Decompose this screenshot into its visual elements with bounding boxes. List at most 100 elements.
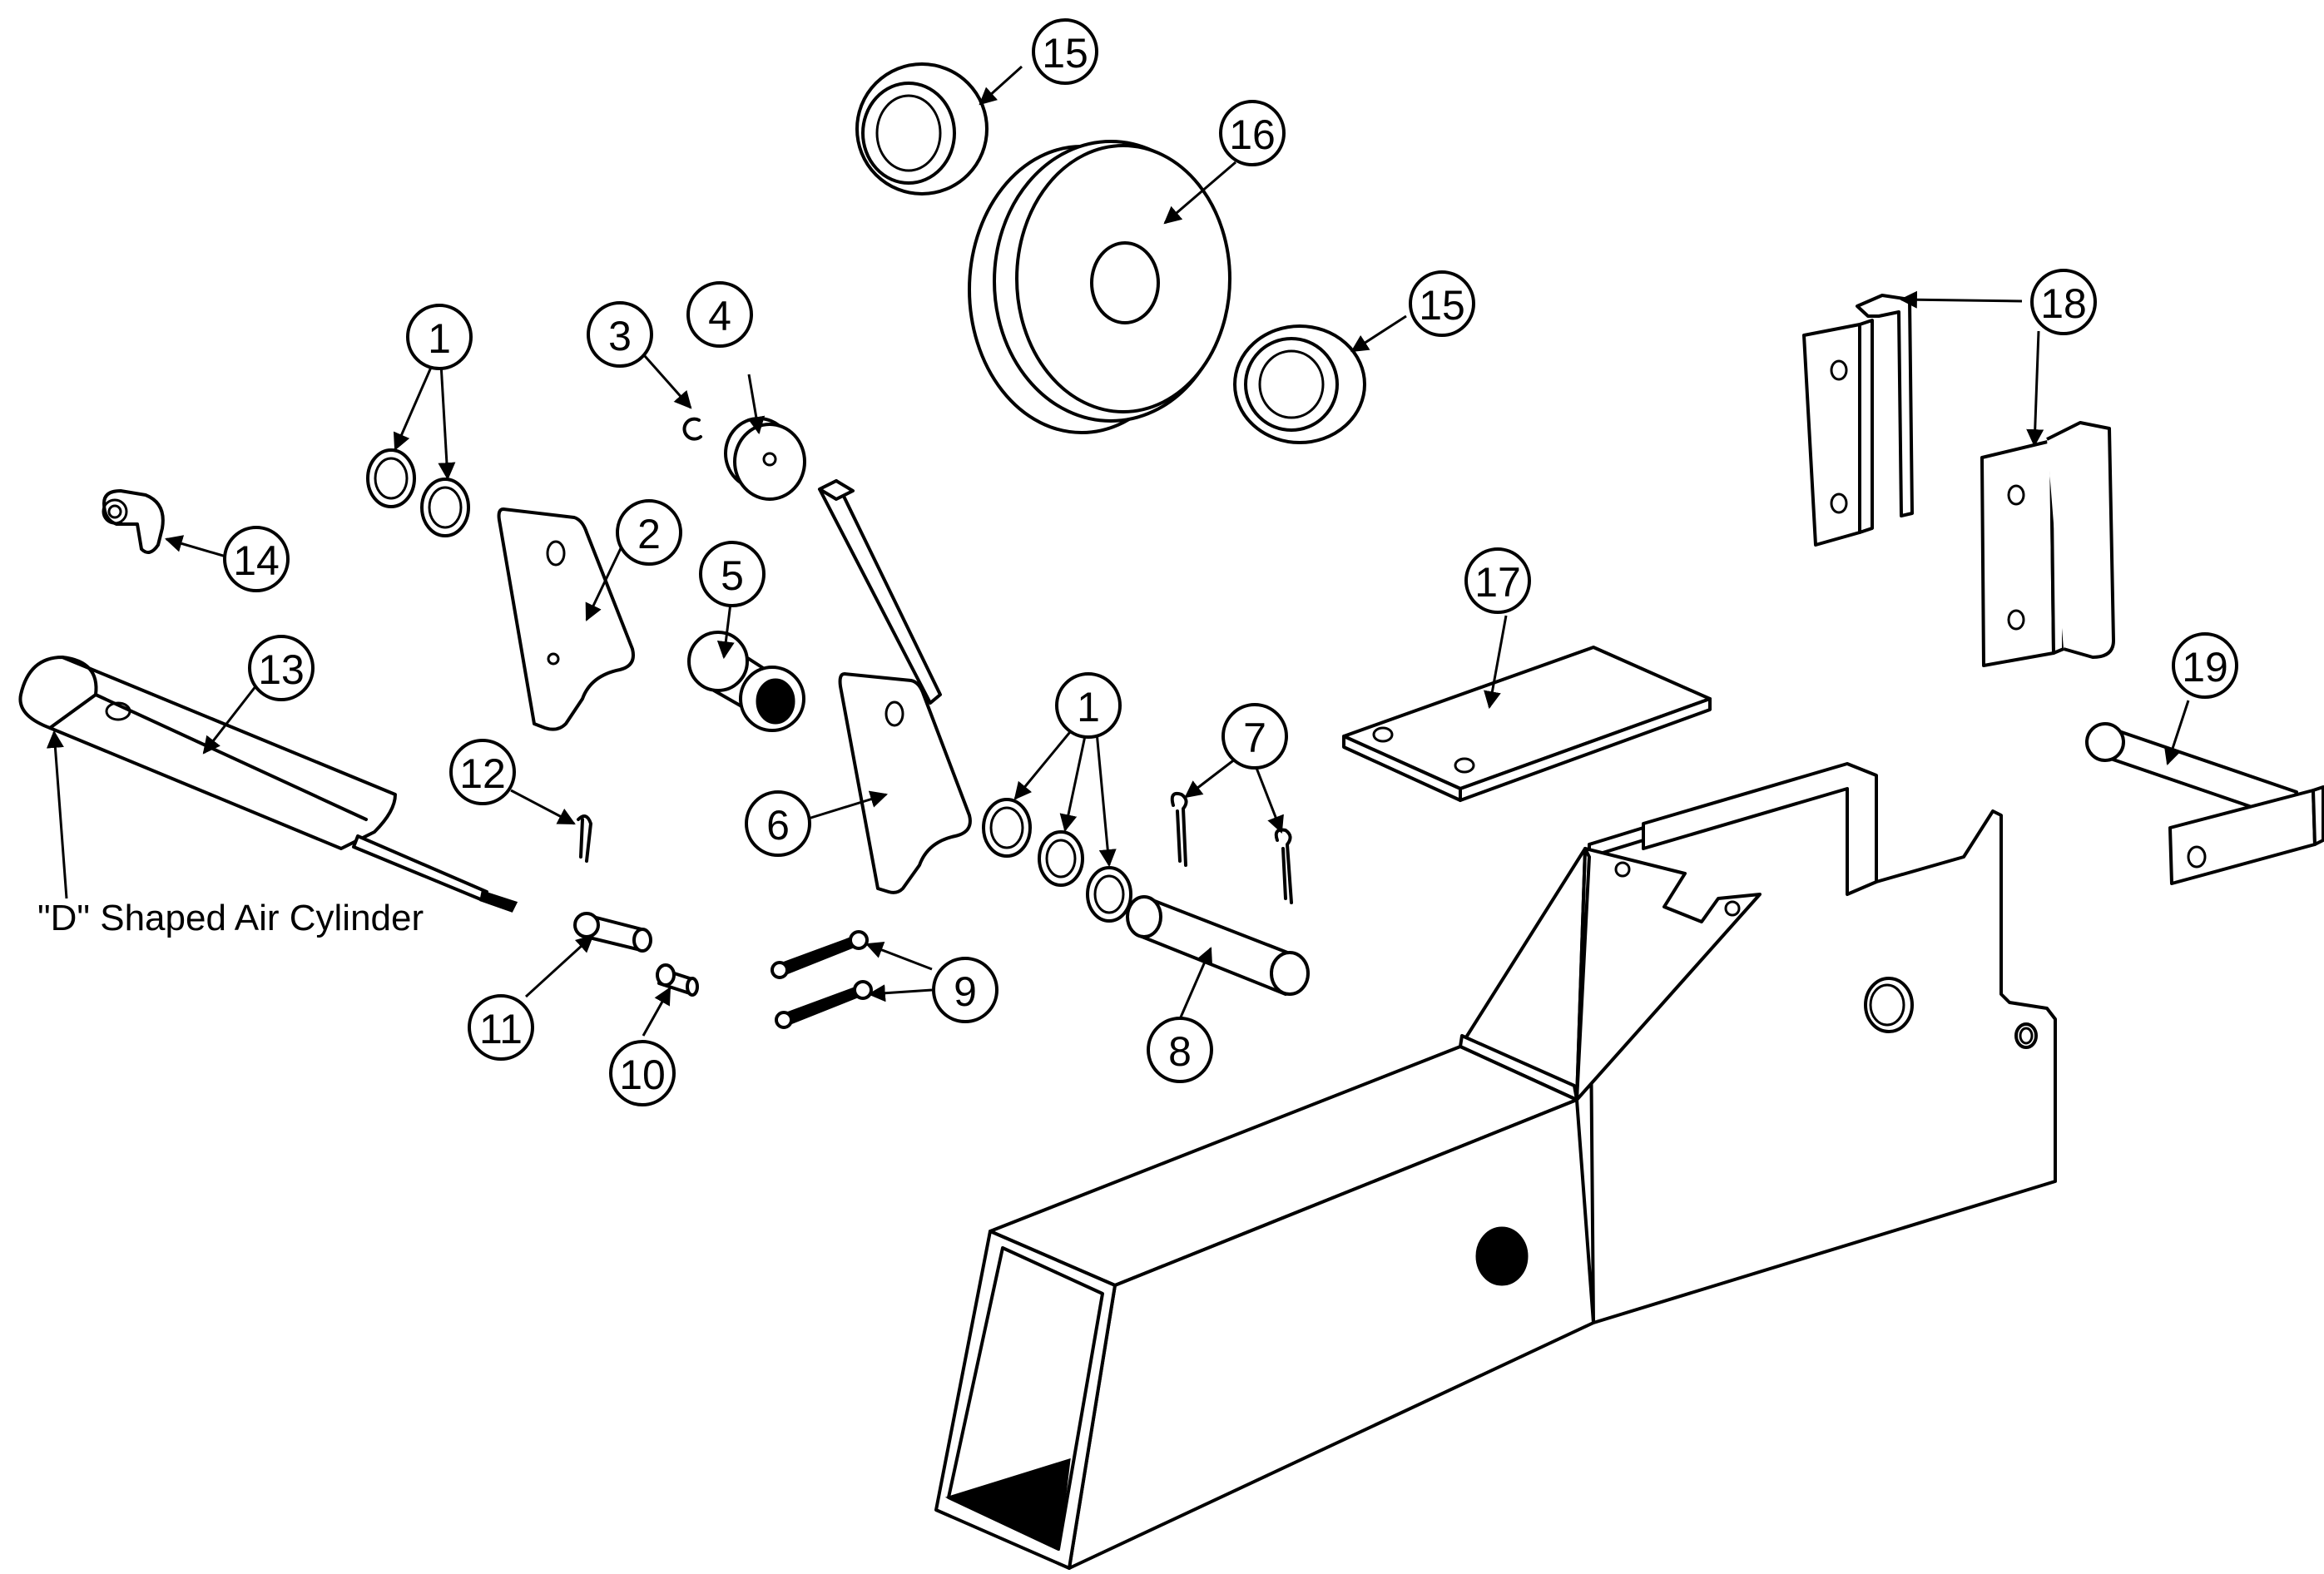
bushing-top-part [855,62,989,196]
callout-15b: 15 [1409,270,1475,337]
callout-circle [1409,270,1475,337]
callout-circle [745,790,811,857]
leader-15a [979,65,1023,106]
sleeve-part [687,631,805,732]
callout-circle [248,635,315,701]
bracket-right-part [1980,421,2115,667]
callout-4: 4 [686,281,753,348]
callout-circle [699,541,766,607]
callout-12: 12 [449,739,516,805]
callout-label: 13 [258,646,305,693]
callout-circle [406,304,473,370]
callout-label: 11 [479,1006,523,1052]
leader-lines [46,65,2190,1037]
leader-1b-b [1059,731,1088,833]
leader-3 [643,355,692,409]
callout-label: 7 [1243,715,1266,761]
callout-6: 6 [745,790,811,857]
callout-label: 5 [721,552,744,599]
leader-11 [524,934,594,998]
callout-circle [449,739,516,805]
callout-circle [2172,632,2238,699]
lever-arm-part [818,479,972,894]
callout-8: 8 [1147,1017,1213,1083]
callout-1b: 1 [1055,672,1122,739]
leader-16 [1163,161,1236,225]
leader-13 [202,677,264,755]
callout-circle [686,281,753,348]
small-bolt-part [656,963,699,997]
leader-19 [2163,700,2190,765]
flat-plate-part [1342,646,1712,802]
callout-label: 6 [766,802,790,849]
callout-17: 17 [1464,547,1531,614]
callout-10: 10 [609,1040,676,1106]
callout-circle [609,1040,676,1106]
callout-label: 10 [619,1052,666,1098]
callout-label: 1 [1077,684,1100,730]
leader-1b-c [1095,731,1117,868]
callout-7: 7 [1221,703,1288,770]
callout-11: 11 [468,994,534,1061]
leader-12 [510,789,576,825]
clevis-pin-part [573,912,652,953]
leader-6 [805,790,889,821]
callout-circle [1055,672,1122,739]
callout-circle [1464,547,1531,614]
washer-trio-part [982,798,1132,923]
callout-label: 4 [708,293,731,339]
pulley-wheel-part [968,140,1231,434]
callout-14: 14 [223,526,290,592]
callout-label: 9 [954,968,977,1015]
leader-9a [865,941,933,971]
callout-circle [1221,703,1288,770]
callout-circle [2030,269,2097,335]
e-clip-part [682,417,702,441]
side-plate-part [497,507,635,731]
shaft-part [1126,895,1310,996]
callout-circle [1147,1017,1213,1083]
callout-label: 15 [1042,30,1088,77]
leader-caption [46,730,68,899]
leader-2 [585,544,624,621]
callout-9: 9 [932,957,998,1023]
callout-2: 2 [616,499,682,566]
leader-5 [716,602,735,660]
bushing-right-part [1233,324,1366,444]
leader-18a [1899,290,2023,309]
callout-label: 17 [1474,559,1521,606]
leader-1a-a [393,363,434,451]
elbow-fitting-part [102,489,165,554]
leader-18b [2026,330,2044,448]
air-cylinder-caption: "D" Shaped Air Cylinder [37,898,424,938]
callout-circle [468,994,534,1061]
callout-circle [932,957,998,1023]
leader-7a [1184,757,1236,799]
leader-8 [1178,947,1213,1020]
leader-10 [642,987,671,1037]
callout-1a: 1 [406,304,473,370]
callout-label: 16 [1229,111,1276,158]
roller-part [724,417,806,501]
callout-circle [587,301,653,368]
callout-13: 13 [248,635,315,701]
callout-label: 8 [1168,1028,1192,1075]
callout-circle [616,499,682,566]
leader-15b [1350,314,1407,353]
callout-19: 19 [2172,632,2238,699]
leader-1a-b [438,363,456,481]
callout-label: 15 [1419,282,1465,329]
hitch-pins-part [1170,791,1293,904]
callout-label: 19 [2182,644,2228,690]
callout-label: 12 [459,750,506,797]
cotter-pin-part [577,814,592,863]
leader-9b [867,984,933,1002]
callout-3: 3 [587,301,653,368]
main-frame-part [934,762,2057,1570]
crank-handle-part [2085,722,2324,885]
callout-circle [1032,18,1098,85]
leader-14 [164,535,230,559]
springs-part [771,930,873,1029]
bracket-left-part [1802,294,1914,547]
